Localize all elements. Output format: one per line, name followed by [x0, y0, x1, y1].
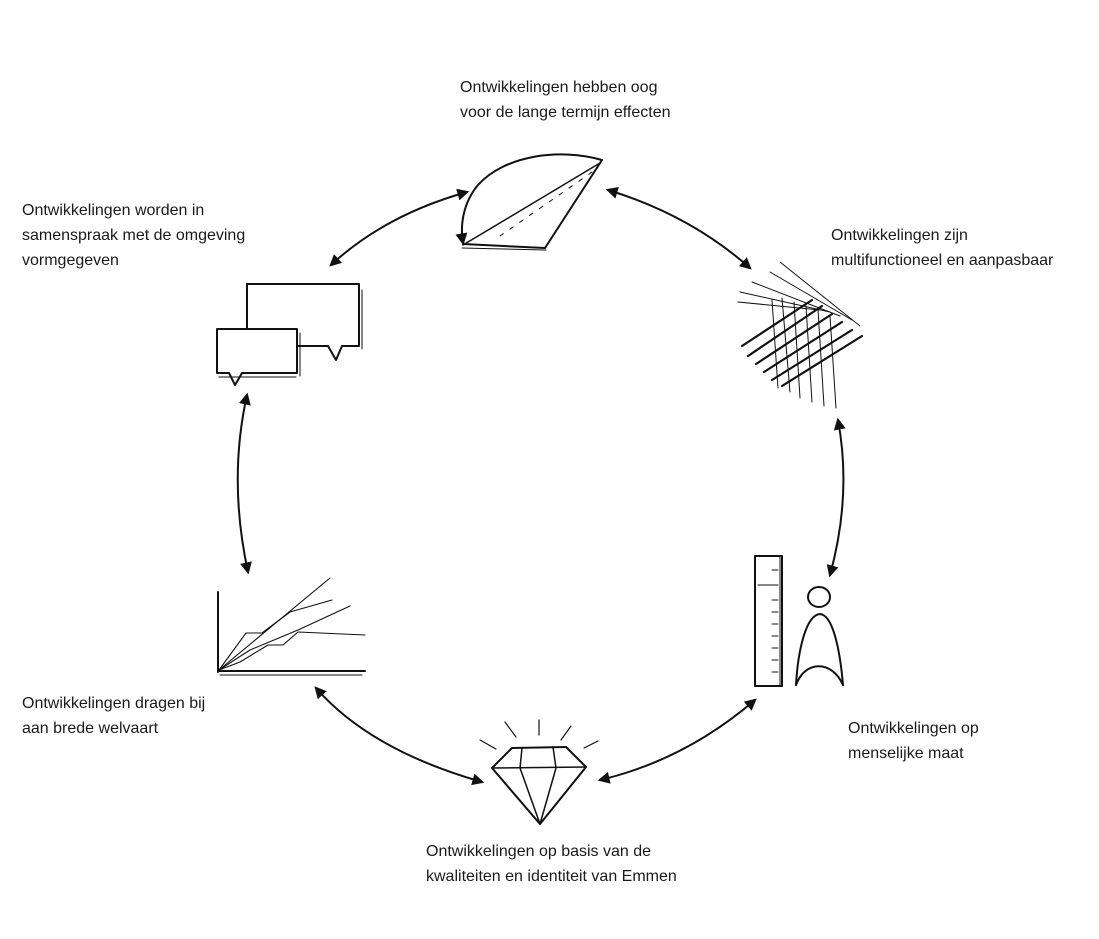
node-label-line: samenspraak met de omgeving [22, 227, 246, 244]
node-label-top-left: Ontwikkelingen worden in samenspraak met… [22, 198, 245, 273]
node-label-line: Ontwikkelingen op [848, 720, 979, 737]
edge-top-right-to-bottom-right [826, 417, 846, 578]
node-label-bottom-left: Ontwikkelingen dragen bij aan brede welv… [22, 691, 205, 741]
edge-top-to-top-right [605, 187, 752, 270]
edge-bottom-to-bottom-left [314, 686, 485, 786]
speech-bubbles-icon [216, 283, 363, 386]
swoosh-curve-icon [455, 153, 603, 251]
node-label-line: aan brede welvaart [22, 720, 159, 737]
edge-top-left-to-top [329, 188, 470, 267]
edge-bottom-left-to-top-left [236, 392, 252, 575]
node-label-line: Ontwikkelingen zijn [831, 227, 968, 244]
edge-bottom-right-to-bottom [597, 698, 757, 784]
node-label-top-right: Ontwikkelingen zijn multifunctioneel en … [831, 223, 1053, 273]
node-label-bottom: Ontwikkelingen op basis van de kwaliteit… [426, 839, 677, 889]
grid-hatch-icon [737, 261, 864, 409]
node-label-line: vormgegeven [22, 252, 119, 269]
line-chart-icon [217, 577, 366, 676]
node-label-line: Ontwikkelingen worden in [22, 202, 205, 219]
connectors [236, 187, 846, 786]
ruler-person-icon [754, 555, 844, 687]
node-label-line: Ontwikkelingen dragen bij [22, 695, 206, 712]
node-label-line: Ontwikkelingen op basis van de [426, 843, 652, 860]
node-label-line: multifunctioneel en aanpasbaar [831, 252, 1054, 269]
node-label-top: Ontwikkelingen hebben oog voor de lange … [460, 75, 671, 125]
diamond-icon [479, 719, 599, 825]
node-label-line: menselijke maat [848, 745, 964, 762]
node-label-line: Ontwikkelingen hebben oog [460, 79, 658, 96]
node-label-line: kwaliteiten en identiteit van Emmen [426, 868, 677, 885]
node-label-bottom-right: Ontwikkelingen op menselijke maat [848, 716, 979, 766]
node-label-line: voor de lange termijn effecten [460, 104, 671, 121]
